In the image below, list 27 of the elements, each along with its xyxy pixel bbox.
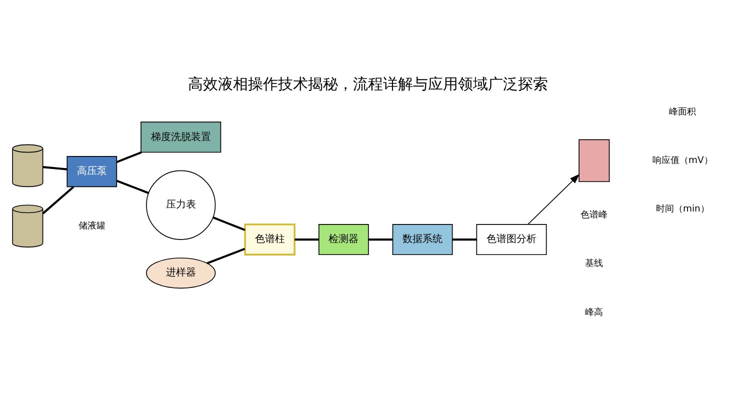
diagram-title: 高效液相操作技术揭秘，流程详解与应用领域广泛探索 bbox=[188, 74, 548, 92]
connector bbox=[294, 238, 319, 240]
label: 色谱峰 bbox=[580, 209, 608, 220]
node-box: 检测器 bbox=[318, 224, 369, 255]
node-box: 数据系统 bbox=[392, 224, 453, 255]
node-circle: 压力表 bbox=[146, 170, 216, 240]
label: 峰高 bbox=[585, 306, 604, 318]
node-box: 色谱图分析 bbox=[476, 224, 547, 255]
label: 储液罐 bbox=[78, 220, 106, 231]
connector bbox=[368, 238, 393, 240]
connector bbox=[452, 238, 477, 240]
connector bbox=[42, 165, 68, 170]
node-box bbox=[578, 138, 610, 182]
arrow bbox=[528, 173, 580, 224]
connector bbox=[116, 179, 149, 194]
label: 峰面积 bbox=[669, 106, 696, 117]
label: 基线 bbox=[585, 258, 604, 269]
node-ellipse: 进样器 bbox=[146, 257, 216, 288]
node-box: 高压泵 bbox=[66, 156, 118, 187]
label: 时间（min） bbox=[656, 203, 710, 214]
node-box: 色谱柱 bbox=[244, 223, 296, 255]
label: 响应值（mV） bbox=[652, 154, 713, 166]
connector bbox=[116, 150, 142, 163]
node-box: 梯度洗脱装置 bbox=[140, 121, 222, 152]
connector bbox=[206, 247, 246, 264]
connector bbox=[212, 216, 246, 230]
connector bbox=[42, 186, 74, 214]
